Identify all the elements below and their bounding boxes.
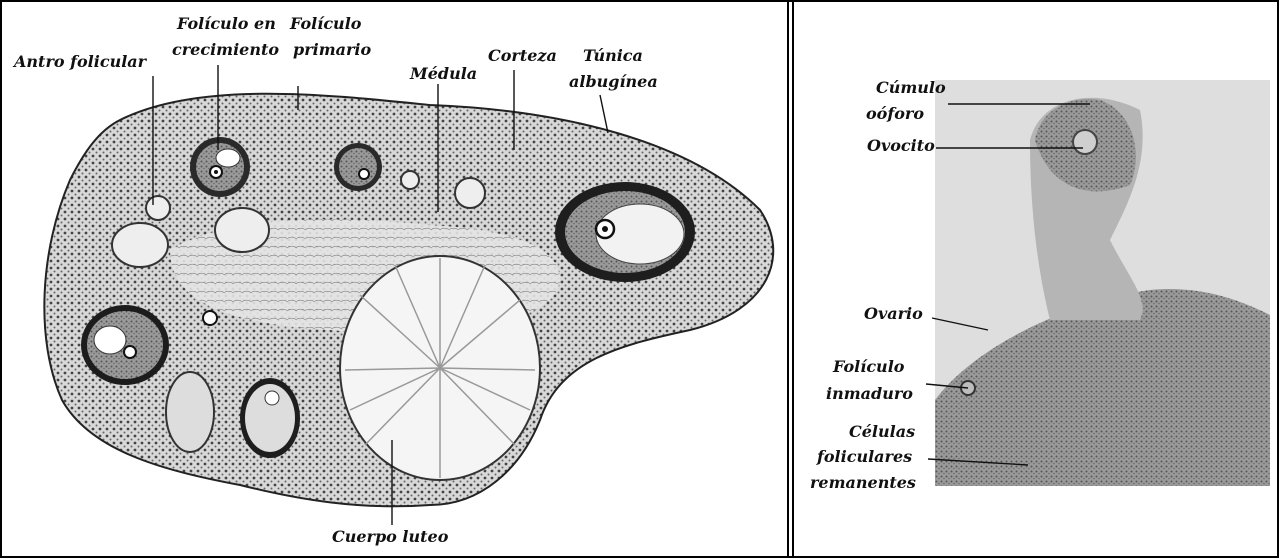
label-celulas-line1: Células: [849, 422, 915, 442]
label-ovario: Ovario: [864, 304, 923, 324]
label-medula: Médula: [410, 64, 477, 84]
label-tunica-line2: albugínea: [569, 72, 658, 92]
label-foliculo-crecimiento-line1: Folículo en: [177, 14, 276, 34]
corpus-luteum: [340, 256, 540, 480]
label-corteza: Corteza: [488, 46, 557, 66]
label-ovocito: Ovocito: [867, 136, 935, 156]
label-cumulo-line1: Cúmulo: [876, 78, 946, 98]
label-foliculo-inmaduro-line1: Folículo: [833, 357, 904, 377]
follicle-antrum-left: [81, 305, 169, 385]
label-foliculo-primario-line1: Folículo: [290, 14, 361, 34]
label-foliculo-primario-line2: primario: [293, 40, 371, 60]
label-tunica-line1: Túnica: [583, 46, 643, 66]
label-antro-folicular: Antro folicular: [14, 52, 146, 72]
follicle-large-right: [555, 182, 695, 282]
label-celulas-line2: foliculares: [817, 447, 912, 467]
follicle-primary-a: [334, 143, 382, 191]
label-foliculo-crecimiento-line2: crecimiento: [172, 40, 279, 60]
label-celulas-line3: remanentes: [810, 473, 916, 493]
label-cuerpo-luteo: Cuerpo luteo: [332, 527, 448, 547]
follicle-growing: [190, 137, 250, 197]
ovary-micrograph: [935, 80, 1270, 486]
label-foliculo-inmaduro-line2: inmaduro: [826, 384, 913, 404]
label-cumulo-line2: oóforo: [866, 104, 924, 124]
